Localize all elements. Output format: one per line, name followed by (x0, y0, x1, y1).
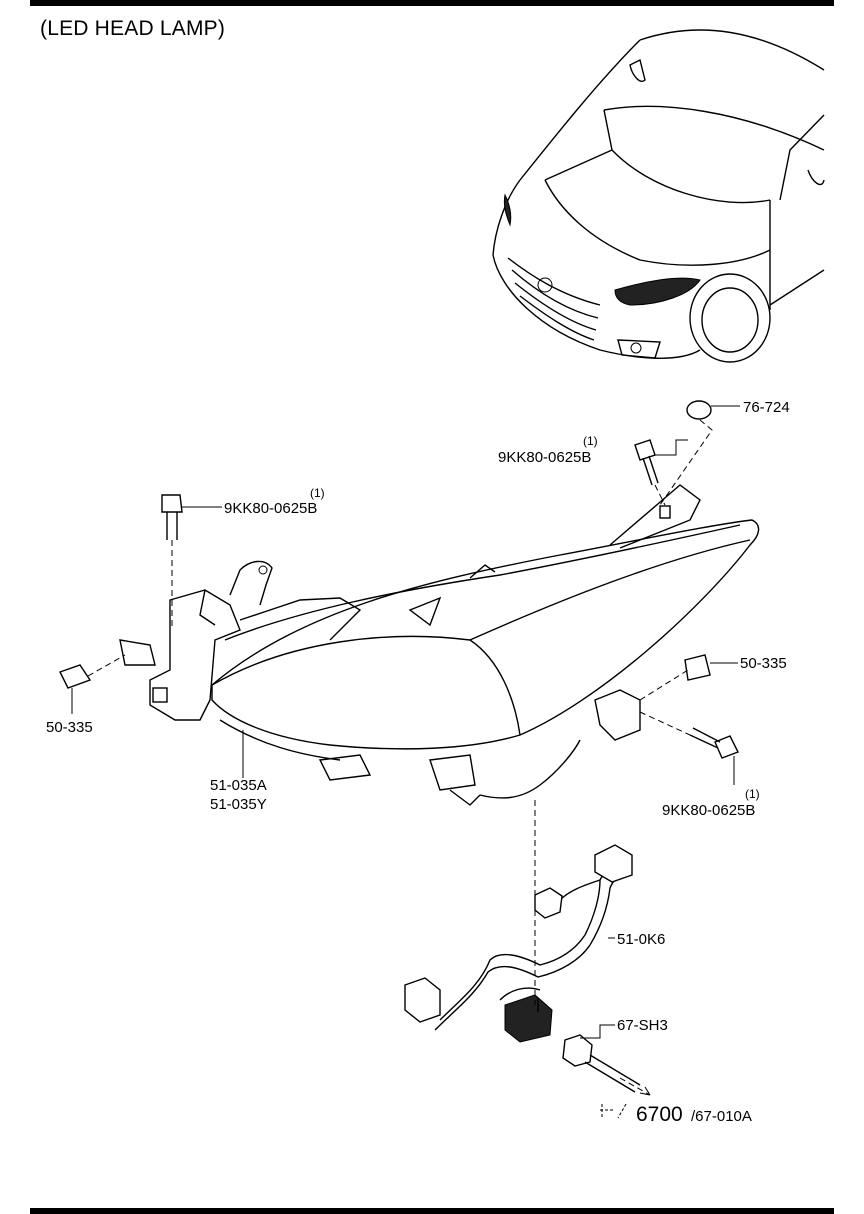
bolt-left-illustration (161, 494, 183, 540)
diagram-title: (LED HEAD LAMP) (40, 17, 226, 40)
label-76-724: 76-724 (743, 399, 790, 416)
socket-illustration (562, 1034, 651, 1096)
cap-76-724-illustration (686, 400, 712, 420)
clip-left-illustration (59, 664, 92, 689)
bottom-border-rule (30, 1208, 834, 1214)
label-reference-main: 6700 (636, 1103, 683, 1126)
label-bolt-left-qty: (1) (310, 486, 325, 500)
label-bolt-right-qty: (1) (745, 787, 760, 801)
label-harness-51-0k6: 51-0K6 (617, 931, 665, 948)
bolt-right-illustration (689, 727, 739, 759)
bolt-top-illustration (634, 439, 659, 486)
leader-lines (71, 405, 740, 1039)
label-bolt-left-part: 9KK80-0625B (224, 500, 317, 517)
headlamp-assembly (119, 484, 760, 806)
label-bolt-right-part: 9KK80-0625B (662, 802, 755, 819)
label-lamp-51-035y: 51-035Y (210, 796, 267, 813)
label-bolt-top-qty: (1) (583, 434, 598, 448)
label-clip-left: 50-335 (46, 719, 93, 736)
label-reference-sub: /67-010A (691, 1108, 752, 1125)
wiring-harness (404, 844, 633, 1043)
label-bolt-top-part: 9KK80-0625B (498, 449, 591, 466)
label-clip-right: 50-335 (740, 655, 787, 672)
top-border-rule (30, 0, 834, 6)
clip-right-illustration (684, 654, 711, 681)
assembly-guide-lines (87, 419, 713, 1005)
label-socket-67-sh3: 67-SH3 (617, 1017, 668, 1034)
car-front-illustration (492, 29, 825, 363)
reference-pointer-icon (600, 1103, 627, 1119)
label-lamp-51-035a: 51-035A (210, 777, 267, 794)
